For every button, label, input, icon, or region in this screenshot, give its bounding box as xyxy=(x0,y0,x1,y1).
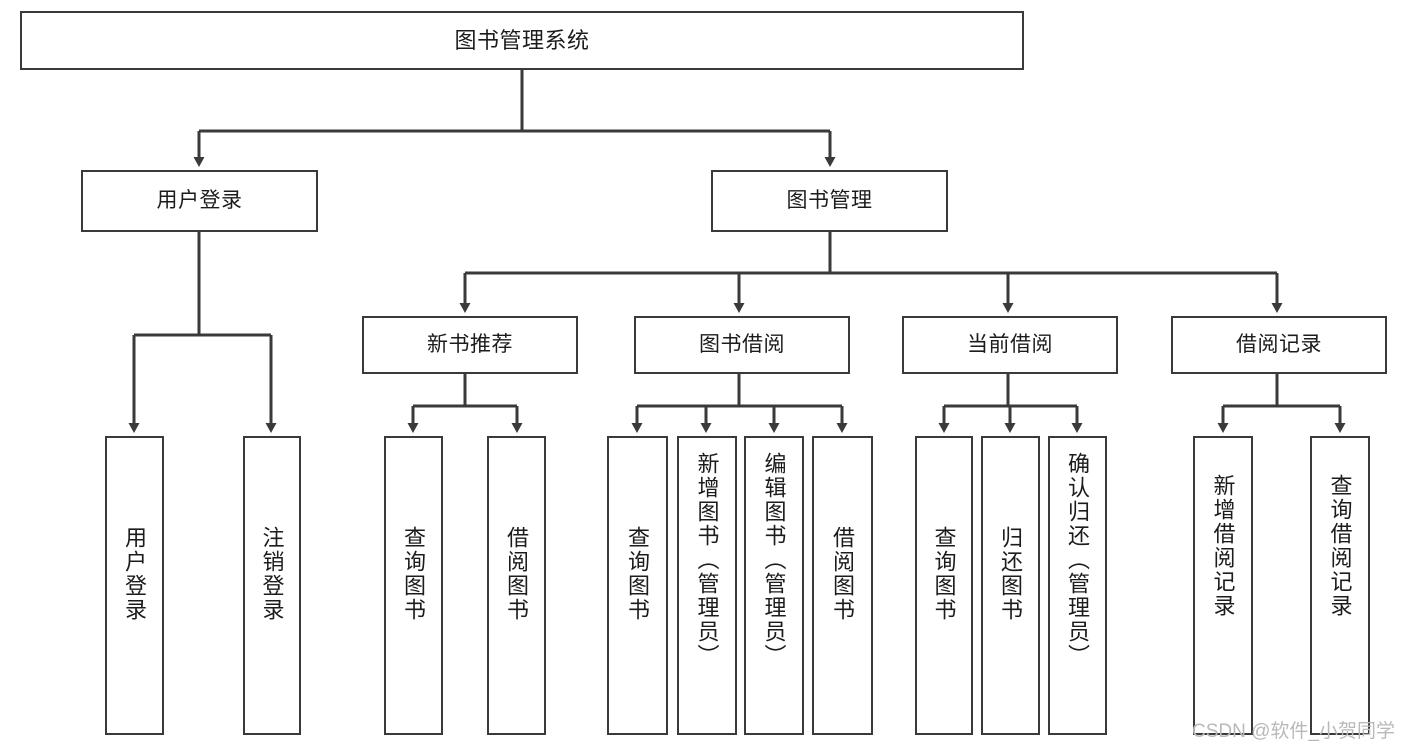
node-book-management[interactable]: 图书管理 xyxy=(711,170,948,232)
node-book-management-label: 图书管理 xyxy=(786,188,873,212)
node-current-borrowing-label: 当前借阅 xyxy=(967,332,1053,356)
leaf-confirm-return-admin[interactable]: 确认归还（管理员） xyxy=(1048,436,1107,735)
node-new-book-recommendation[interactable]: 新书推荐 xyxy=(362,316,578,374)
node-borrowing-record-label: 借阅记录 xyxy=(1236,332,1322,356)
leaf-borrow-book-new-label: 借阅图书 xyxy=(504,526,530,622)
leaf-logout-label: 注销登录 xyxy=(259,526,285,622)
leaf-borrow-book-new[interactable]: 借阅图书 xyxy=(487,436,546,735)
leaf-query-book-borrow[interactable]: 查询图书 xyxy=(607,436,668,735)
node-root[interactable]: 图书管理系统 xyxy=(20,11,1024,70)
leaf-add-book-admin-label: 新增图书（管理员） xyxy=(694,452,720,668)
leaf-query-book-new[interactable]: 查询图书 xyxy=(384,436,443,735)
leaf-add-borrow-record-label: 新增借阅记录 xyxy=(1210,474,1236,618)
leaf-add-book-admin[interactable]: 新增图书（管理员） xyxy=(677,436,737,735)
node-new-book-recommendation-label: 新书推荐 xyxy=(427,332,513,356)
node-user-login[interactable]: 用户登录 xyxy=(81,170,318,232)
csdn-watermark: CSDN @软件_小贺同学 xyxy=(1192,721,1395,742)
node-borrowing-record[interactable]: 借阅记录 xyxy=(1171,316,1387,374)
leaf-user-login-label: 用户登录 xyxy=(122,526,148,622)
node-root-label: 图书管理系统 xyxy=(454,27,590,53)
node-book-borrowing-label: 图书借阅 xyxy=(699,332,785,356)
leaf-user-login[interactable]: 用户登录 xyxy=(105,436,164,735)
node-user-login-label: 用户登录 xyxy=(156,188,243,212)
leaf-edit-book-admin[interactable]: 编辑图书（管理员） xyxy=(744,436,804,735)
leaf-edit-book-admin-label: 编辑图书（管理员） xyxy=(761,452,787,668)
leaf-query-borrow-record-label: 查询借阅记录 xyxy=(1327,474,1353,618)
leaf-query-borrow-record[interactable]: 查询借阅记录 xyxy=(1310,436,1370,735)
leaf-query-book-borrow-label: 查询图书 xyxy=(625,526,651,622)
node-book-borrowing[interactable]: 图书借阅 xyxy=(634,316,850,374)
leaf-query-book-current-label: 查询图书 xyxy=(931,526,957,622)
leaf-query-book-new-label: 查询图书 xyxy=(401,526,427,622)
leaf-confirm-return-admin-label: 确认归还（管理员） xyxy=(1065,452,1091,668)
leaf-logout[interactable]: 注销登录 xyxy=(243,436,301,735)
node-current-borrowing[interactable]: 当前借阅 xyxy=(902,316,1118,374)
leaf-add-borrow-record[interactable]: 新增借阅记录 xyxy=(1193,436,1253,735)
leaf-query-book-current[interactable]: 查询图书 xyxy=(915,436,973,735)
leaf-return-book[interactable]: 归还图书 xyxy=(981,436,1040,735)
leaf-return-book-label: 归还图书 xyxy=(998,526,1024,622)
leaf-borrow-book-borrow[interactable]: 借阅图书 xyxy=(812,436,873,735)
leaf-borrow-book-borrow-label: 借阅图书 xyxy=(830,526,856,622)
